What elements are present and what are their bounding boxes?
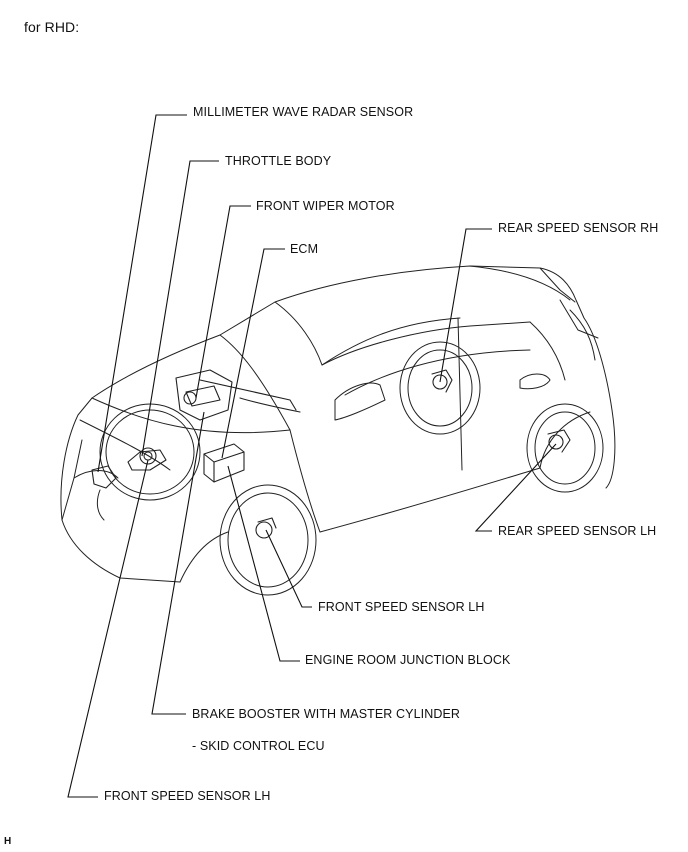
label-front-speed-sensor-lh-right: FRONT SPEED SENSOR LH xyxy=(318,600,485,614)
leader-millimeter-wave-radar-sensor xyxy=(97,114,187,473)
label-front-wiper-motor: FRONT WIPER MOTOR xyxy=(256,199,395,213)
front-right-wheel xyxy=(219,484,317,596)
leader-ecm xyxy=(221,248,285,459)
rear-speed-sensor-lh-part xyxy=(547,429,571,453)
rear-left-wheel xyxy=(399,341,481,435)
leader-engine-room-junction-block xyxy=(227,465,300,662)
label-ecm: ECM xyxy=(290,242,319,256)
leader-rear-speed-sensor-lh xyxy=(474,443,557,532)
label-throttle-body: THROTTLE BODY xyxy=(225,154,332,168)
label-rear-speed-sensor-lh: REAR SPEED SENSOR LH xyxy=(498,524,657,538)
leader-front-wiper-motor xyxy=(195,205,251,399)
label-brake-booster: BRAKE BOOSTER WITH MASTER CYLINDER xyxy=(192,707,461,721)
label-skid-control-ecu: - SKID CONTROL ECU xyxy=(192,739,325,753)
radar-sensor-part xyxy=(91,465,117,489)
rear-speed-sensor-rh-part xyxy=(431,369,453,393)
header-caption: for RHD: xyxy=(24,19,80,35)
leader-front-speed-sensor-lh-left xyxy=(67,459,149,798)
throttle-body-part xyxy=(127,447,167,471)
ecm-box xyxy=(203,443,245,483)
label-millimeter-wave-radar-sensor: MILLIMETER WAVE RADAR SENSOR xyxy=(193,105,414,119)
leader-throttle-body xyxy=(141,160,219,457)
leader-rear-speed-sensor-rh xyxy=(439,228,492,383)
rear-right-wheel xyxy=(526,403,604,493)
label-front-speed-sensor-lh-left: FRONT SPEED SENSOR LH xyxy=(104,789,271,803)
figure-code: H xyxy=(4,836,12,847)
leader-front-speed-sensor-lh-right xyxy=(265,529,312,608)
leader-brake-booster xyxy=(151,411,205,715)
label-rear-speed-sensor-rh: REAR SPEED SENSOR RH xyxy=(498,221,659,235)
car-body-outline xyxy=(60,265,616,583)
front-speed-sensor-part xyxy=(255,517,277,539)
label-engine-room-junction-block: ENGINE ROOM JUNCTION BLOCK xyxy=(305,653,511,667)
